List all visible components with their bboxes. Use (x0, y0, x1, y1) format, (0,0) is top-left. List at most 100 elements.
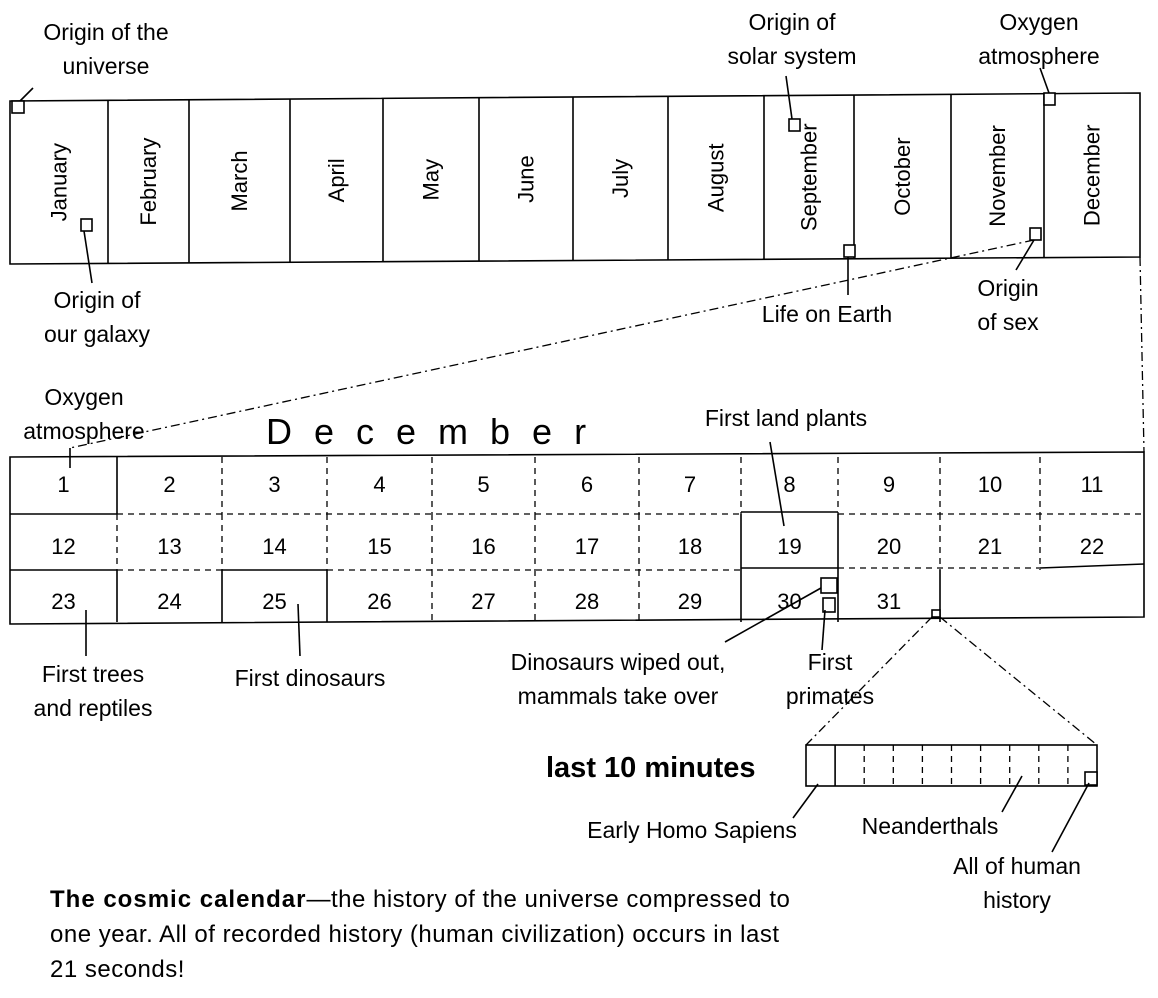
last-ten-title: last 10 minutes (546, 752, 756, 784)
day-21: 21 (978, 534, 1002, 559)
connector-zoom-right (939, 616, 1098, 746)
day-4: 4 (373, 472, 385, 497)
day-27: 27 (471, 589, 495, 614)
month-label-august: August (704, 144, 729, 213)
svg-text:Origin of: Origin of (54, 287, 142, 313)
day-20: 20 (877, 534, 901, 559)
month-dividers (107, 93, 1045, 264)
svg-text:of sex: of sex (977, 309, 1039, 335)
label-origin-solar: Origin of solar system (727, 9, 856, 69)
marker-origin-galaxy (80, 218, 93, 232)
month-label-may: May (419, 159, 444, 201)
last-ten-dividers (834, 745, 1069, 786)
marker-dinos-wiped (820, 577, 838, 594)
month-label-september: September (797, 123, 822, 231)
svg-text:primates: primates (786, 683, 874, 709)
arrow-origin-sex (1015, 239, 1035, 271)
arrow-first-land-plants (769, 441, 785, 527)
day-15: 15 (367, 534, 391, 559)
marker-origin-solar (788, 118, 801, 132)
month-label-february: February (136, 138, 161, 226)
grid-line (1039, 563, 1145, 569)
month-label-january: January (47, 143, 72, 221)
day-17: 17 (575, 534, 599, 559)
day-16: 16 (471, 534, 495, 559)
connector-right (1139, 256, 1145, 453)
arrow-first-primates (821, 609, 826, 651)
day-2: 2 (163, 472, 175, 497)
marker-origin-universe (11, 100, 25, 114)
month-label-november: November (985, 125, 1010, 226)
svg-text:Oxygen: Oxygen (999, 9, 1078, 35)
label-life-on-earth: Life on Earth (762, 301, 892, 327)
day-26: 26 (367, 589, 391, 614)
label-origin-galaxy: Origin of our galaxy (44, 287, 151, 347)
day-11: 11 (1081, 472, 1104, 497)
december-title: December (266, 411, 608, 452)
svg-text:our galaxy: our galaxy (44, 321, 151, 347)
month-label-june: June (514, 155, 539, 203)
svg-text:Origin of: Origin of (749, 9, 837, 35)
day-28: 28 (575, 589, 599, 614)
month-labels: January February March April May June July Augu… (47, 123, 1105, 231)
arrow-oxygen-top (1039, 67, 1050, 94)
day-10: 10 (978, 472, 1002, 497)
label-neanderthals: Neanderthals (862, 813, 999, 839)
month-label-march: March (227, 150, 252, 211)
december-grid-frame (9, 451, 1145, 625)
year-strip-frame (9, 92, 1141, 265)
day-9: 9 (883, 472, 895, 497)
last-ten-strip (805, 744, 1098, 787)
arrow-early-homo (792, 783, 819, 819)
svg-text:Dinosaurs wiped out,: Dinosaurs wiped out, (511, 649, 726, 675)
arrow-origin-galaxy (83, 230, 93, 284)
month-label-december: December (1080, 125, 1105, 226)
marker-all-human (1084, 771, 1098, 786)
day-7: 7 (684, 472, 696, 497)
arrow-origin-solar (785, 75, 793, 120)
label-first-trees: First trees and reptiles (34, 661, 153, 721)
marker-origin-sex (1029, 227, 1042, 241)
arrow-first-dinosaurs (297, 603, 301, 657)
month-label-october: October (890, 137, 915, 215)
month-label-july: July (608, 159, 633, 198)
month-label-april: April (324, 158, 349, 202)
label-origin-universe: Origin of the universe (43, 19, 168, 79)
label-all-human: All of human history (953, 853, 1081, 913)
connector-zoom-left (805, 616, 933, 746)
svg-text:atmosphere: atmosphere (978, 43, 1099, 69)
label-oxygen-top: Oxygen atmosphere (978, 9, 1099, 69)
connector-left (69, 239, 1035, 449)
label-first-primates: First primates (786, 649, 874, 709)
day-18: 18 (678, 534, 702, 559)
day-25: 25 (262, 589, 286, 614)
day-29: 29 (678, 589, 702, 614)
day-1: 1 (57, 472, 69, 497)
svg-text:universe: universe (63, 53, 150, 79)
day-12: 12 (51, 534, 75, 559)
svg-text:Origin of the: Origin of the (43, 19, 168, 45)
arrow-origin-universe (19, 87, 34, 102)
day-24: 24 (157, 589, 181, 614)
svg-text:First: First (808, 649, 853, 675)
marker-first-primates (822, 597, 836, 613)
label-oxygen-dec: Oxygen atmosphere (23, 384, 144, 444)
arrow-dinos-wiped (724, 587, 822, 643)
day-14: 14 (262, 534, 286, 559)
marker-day-31-end (931, 609, 941, 618)
day-6: 6 (581, 472, 593, 497)
marker-life-on-earth (843, 244, 856, 258)
year-strip: January February March April May June July Augu… (9, 92, 1141, 265)
svg-text:and reptiles: and reptiles (34, 695, 153, 721)
december-grid-lines (10, 457, 1145, 622)
marker-oxygen-top (1043, 92, 1056, 106)
day-8: 8 (783, 472, 795, 497)
day-3: 3 (268, 472, 280, 497)
day-13: 13 (157, 534, 181, 559)
label-early-homo: Early Homo Sapiens (587, 817, 797, 843)
arrow-neanderthals (1001, 775, 1023, 813)
day-31: 31 (877, 589, 901, 614)
caption: The cosmic calendar—the history of the u… (50, 882, 810, 987)
